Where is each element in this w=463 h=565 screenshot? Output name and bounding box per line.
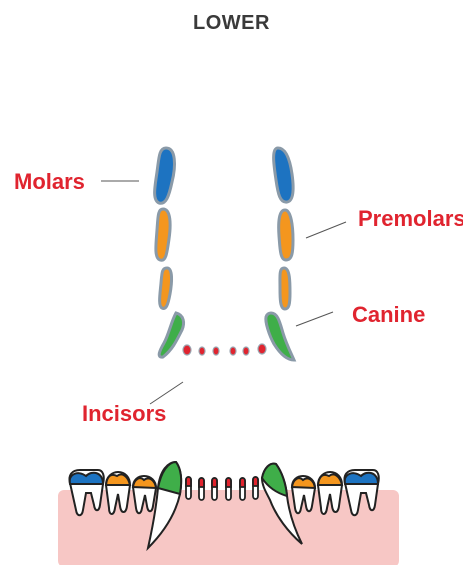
incisor-dot-5 (243, 347, 249, 355)
incisor-dot-6 (258, 344, 266, 354)
right-premolar-2-shape (280, 268, 290, 309)
left-premolar-2-shape (160, 268, 172, 308)
left-premolar-1-shape (156, 209, 170, 260)
right-canine-shape (266, 313, 294, 360)
right-premolar-1-shape (279, 210, 293, 260)
incisor-dot-4 (230, 347, 236, 355)
left-molar-shape (155, 148, 175, 203)
premolars-leader-line (306, 222, 346, 238)
incisor-dot-1 (183, 345, 191, 355)
canine-leader-line (296, 312, 333, 326)
incisors-leader-line (150, 382, 183, 404)
incisor-dot-3 (213, 347, 219, 355)
right-molar-shape (274, 148, 294, 202)
incisor-dot-2 (199, 347, 205, 355)
left-canine-shape (159, 313, 183, 357)
